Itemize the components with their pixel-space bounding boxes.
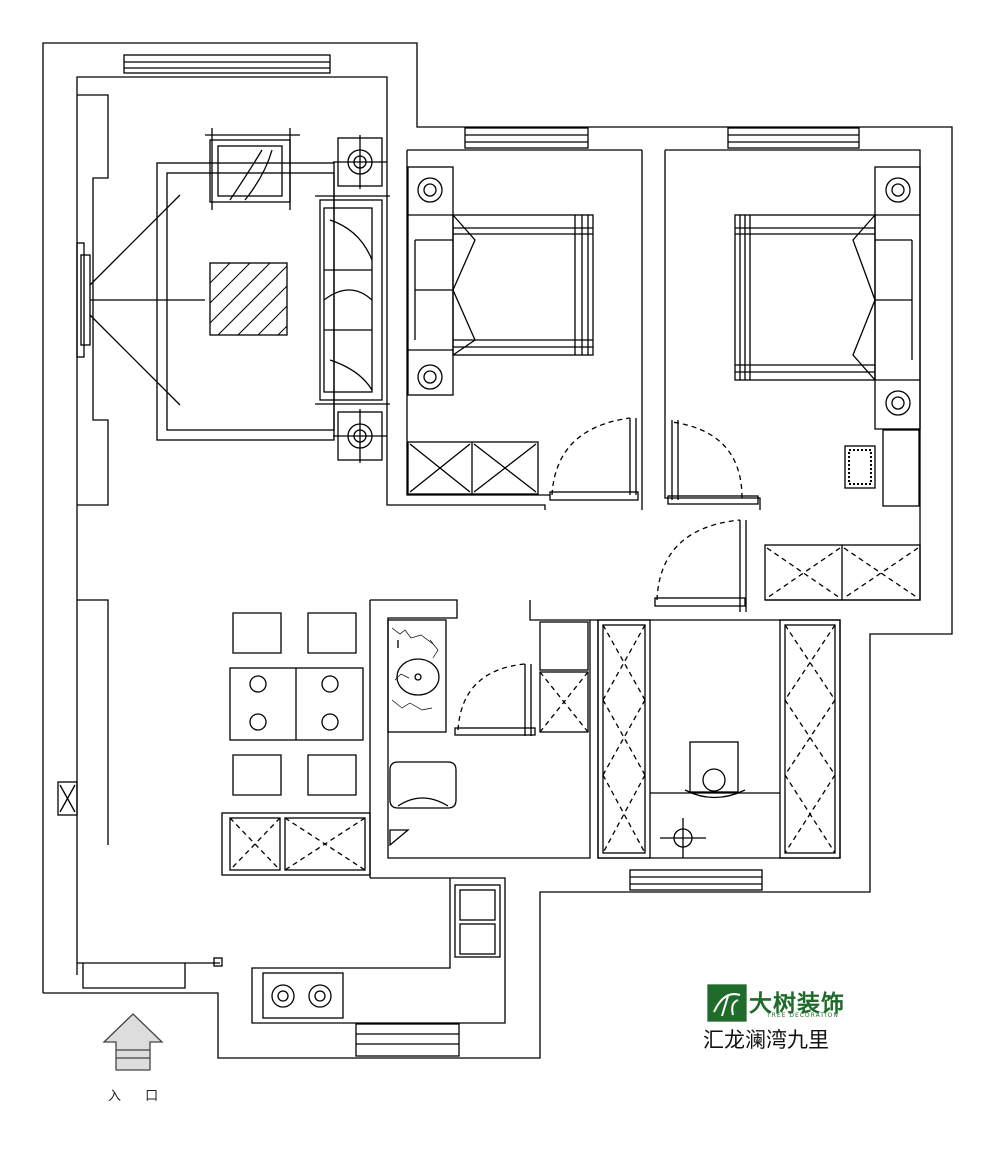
project-title: 汇龙澜湾九里 xyxy=(703,1028,829,1052)
exterior-walls xyxy=(42,42,953,1059)
kitchen xyxy=(213,877,506,1024)
bedroom-2 xyxy=(667,166,921,601)
brand-name: 大树装饰 xyxy=(749,991,845,1017)
living-room xyxy=(57,94,390,845)
bathroom xyxy=(369,599,591,878)
study xyxy=(529,519,841,859)
brand-block: 大树装饰 TREE DECORATION xyxy=(703,982,863,1024)
brand-logo-icon xyxy=(707,984,747,1022)
dining-area xyxy=(221,612,371,876)
entrance-arrow-icon xyxy=(102,1013,164,1071)
entrance-label: 入 口 xyxy=(108,1089,169,1104)
bedroom-1 xyxy=(407,166,639,501)
windows xyxy=(123,54,860,1057)
brand-name-en: TREE DECORATION xyxy=(767,1012,839,1019)
